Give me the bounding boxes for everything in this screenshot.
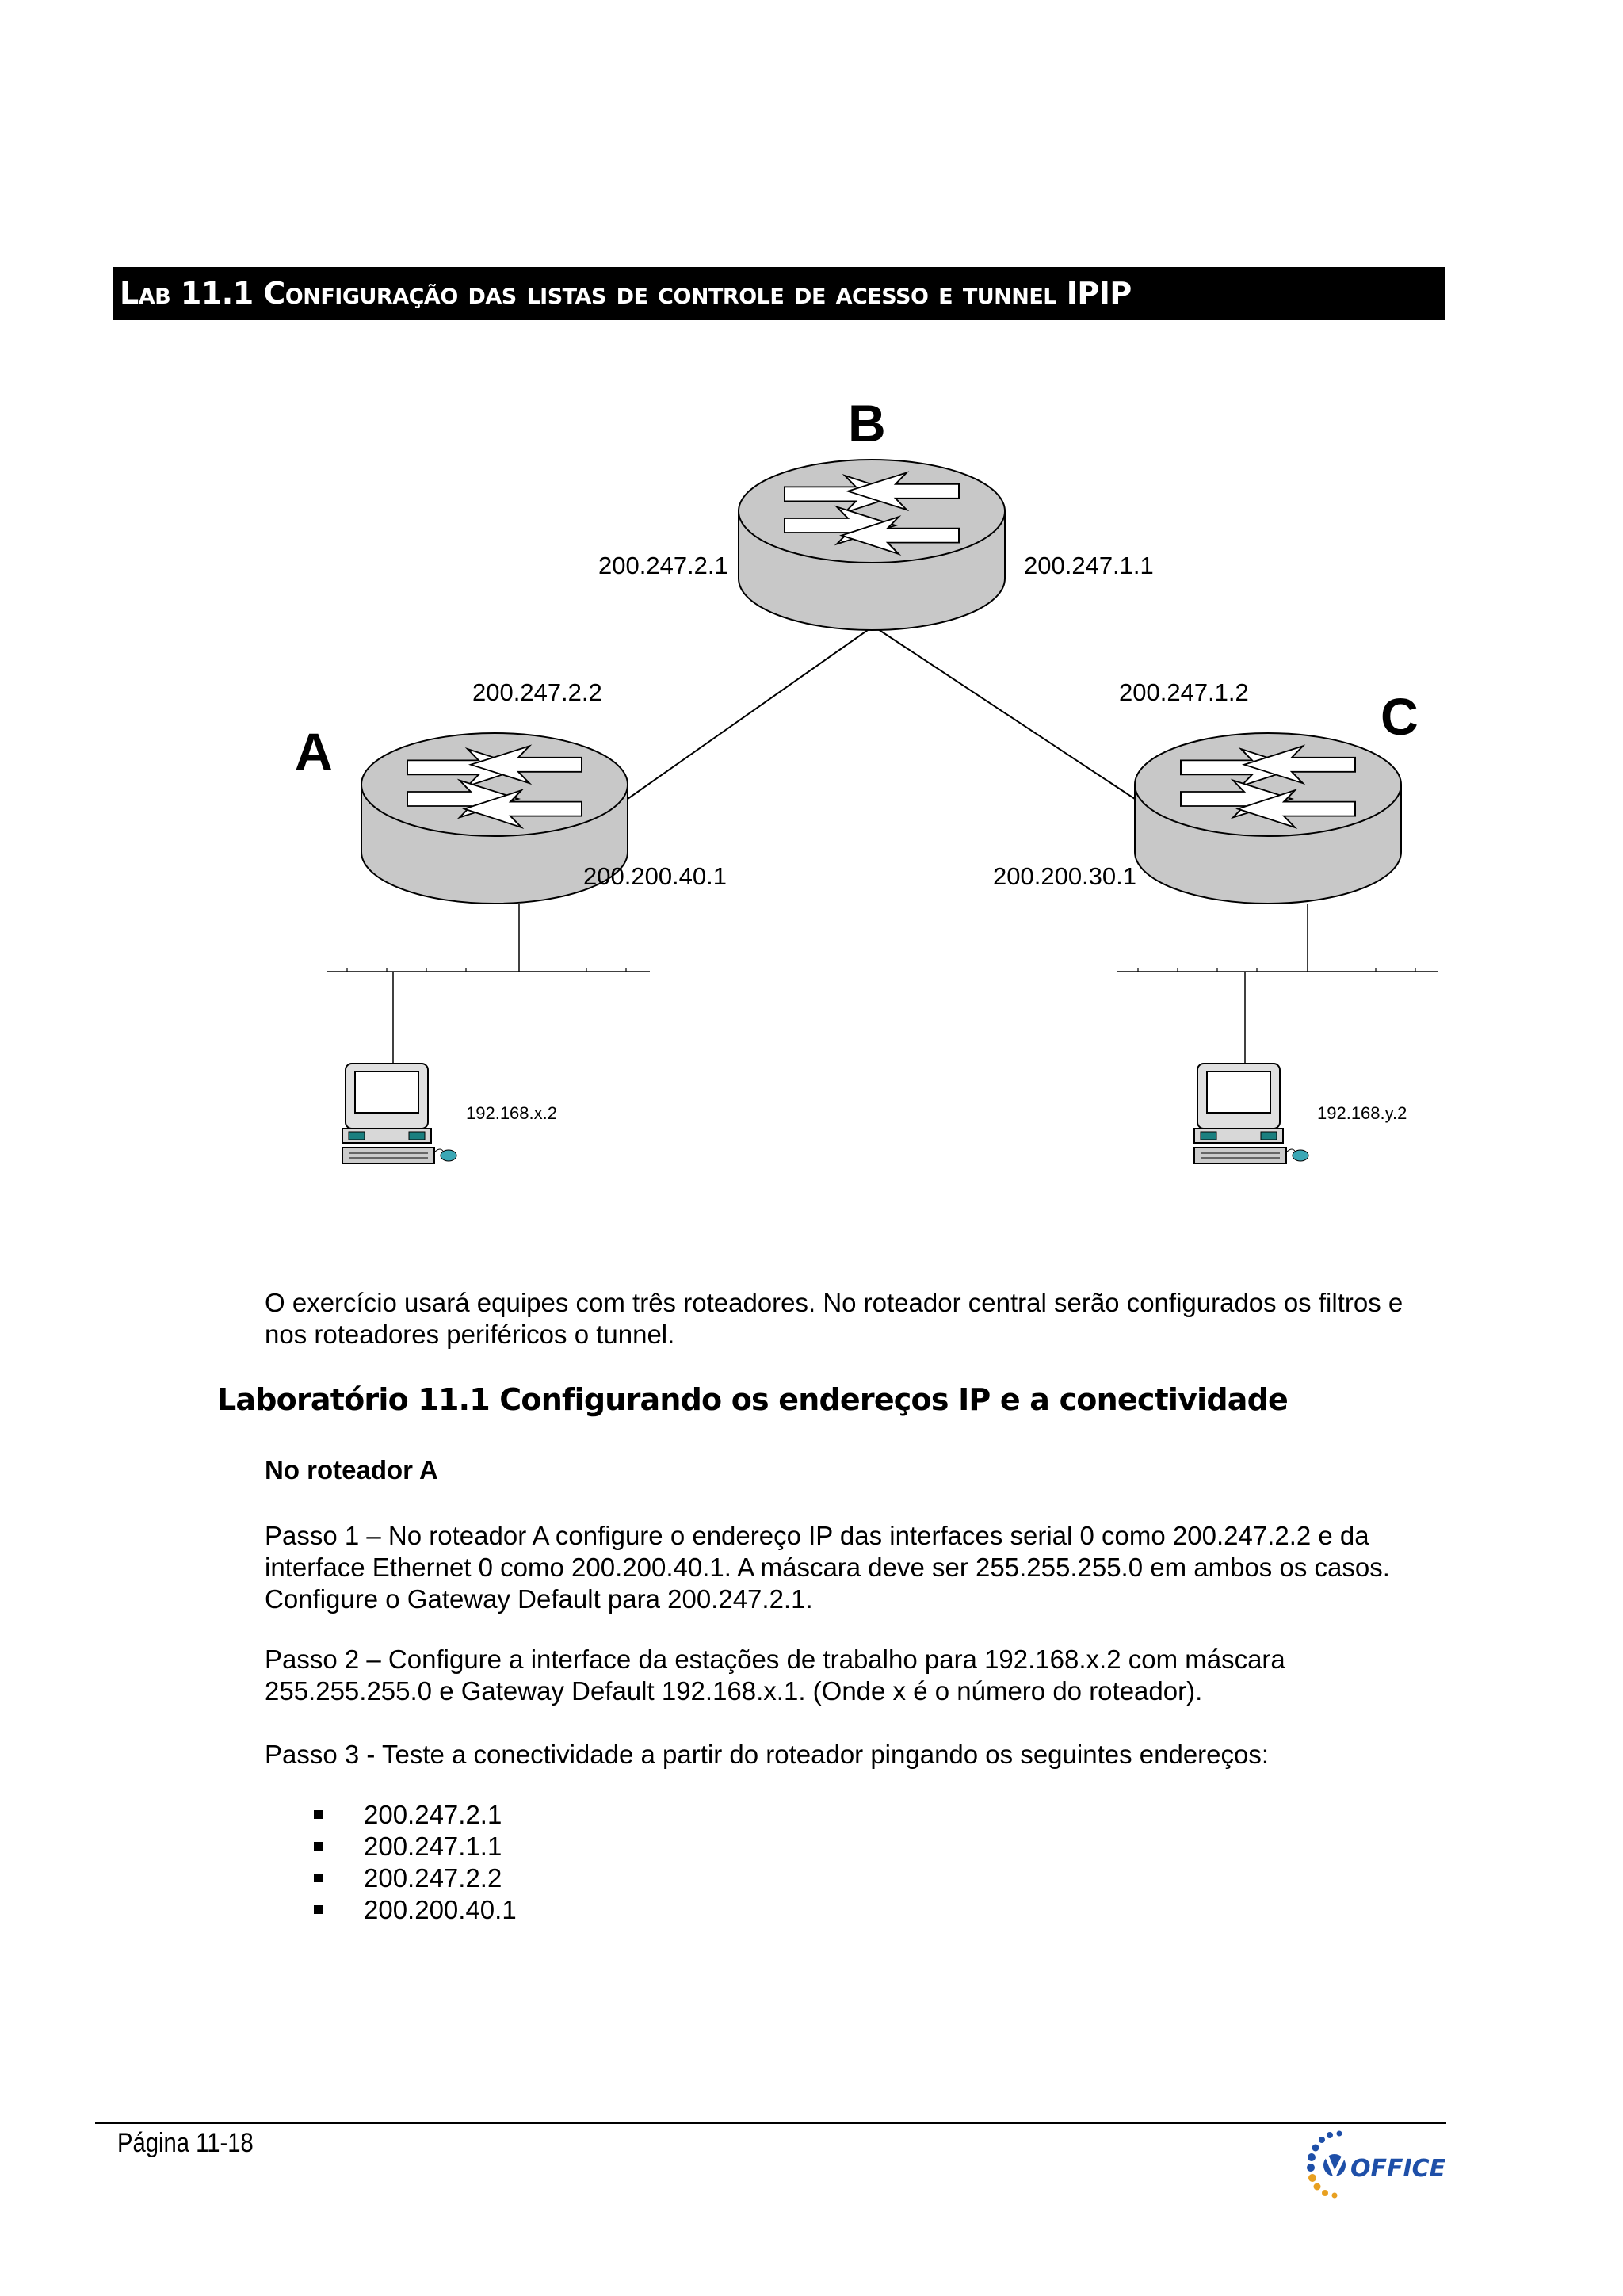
bullet-square-icon bbox=[314, 1842, 323, 1851]
network-diagram: B A C 200.247.2.1 200.247.1.1 200.247.2.… bbox=[0, 380, 1623, 1189]
intro-paragraph: O exercício usará equipes com três rotea… bbox=[265, 1288, 1403, 1349]
network-diagram-svg bbox=[327, 459, 1438, 1164]
addr-c-serial: 200.247.1.2 bbox=[1119, 678, 1249, 706]
footer-rule bbox=[95, 2122, 1446, 2124]
step-3: Passo 3 - Teste a conectividade a partir… bbox=[265, 1740, 1270, 1769]
section-heading: Laboratório 11.1 Configurando os endereç… bbox=[217, 1382, 1289, 1417]
voffice-logo: OFFICE bbox=[1284, 2126, 1450, 2205]
router-c-label: C bbox=[1381, 687, 1419, 746]
addr-host-c: 192.168.y.2 bbox=[1317, 1103, 1407, 1123]
router-a-shape bbox=[361, 732, 628, 904]
addr-host-a: 192.168.x.2 bbox=[466, 1103, 557, 1123]
link-b-c bbox=[873, 625, 1136, 800]
bullet-square-icon bbox=[314, 1810, 323, 1819]
page-number: Página 11-18 bbox=[117, 2128, 254, 2158]
bullet-square-icon bbox=[314, 1874, 323, 1882]
bullet-square-icon bbox=[314, 1905, 323, 1914]
addr-b-left: 200.247.2.1 bbox=[598, 552, 728, 579]
workstation-c-icon bbox=[1193, 1063, 1309, 1164]
subheading-router-a: No roteador A bbox=[265, 1455, 438, 1484]
router-a-label: A bbox=[295, 722, 333, 781]
lab-title: Lab 11.1 Configuração das listas de cont… bbox=[120, 276, 1132, 311]
svg-text:OFFICE: OFFICE bbox=[1350, 2155, 1446, 2183]
voffice-logo-icon: OFFICE bbox=[1307, 2130, 1446, 2199]
step-2: Passo 2 – Configure a interface da estaç… bbox=[265, 1645, 1285, 1706]
addr-b-right: 200.247.1.1 bbox=[1024, 552, 1154, 579]
addr-a-ethernet: 200.200.40.1 bbox=[583, 862, 727, 890]
addr-c-ethernet: 200.200.30.1 bbox=[993, 862, 1137, 890]
router-c-shape bbox=[1134, 732, 1402, 904]
lab-title-bar: Lab 11.1 Configuração das listas de cont… bbox=[113, 267, 1445, 320]
router-b-shape bbox=[738, 459, 1006, 631]
router-b-label: B bbox=[848, 394, 886, 453]
addr-a-serial: 200.247.2.2 bbox=[472, 678, 602, 706]
step-1: Passo 1 – No roteador A configure o ende… bbox=[265, 1521, 1390, 1614]
workstation-a-icon bbox=[342, 1063, 457, 1164]
link-a-b bbox=[627, 625, 874, 800]
